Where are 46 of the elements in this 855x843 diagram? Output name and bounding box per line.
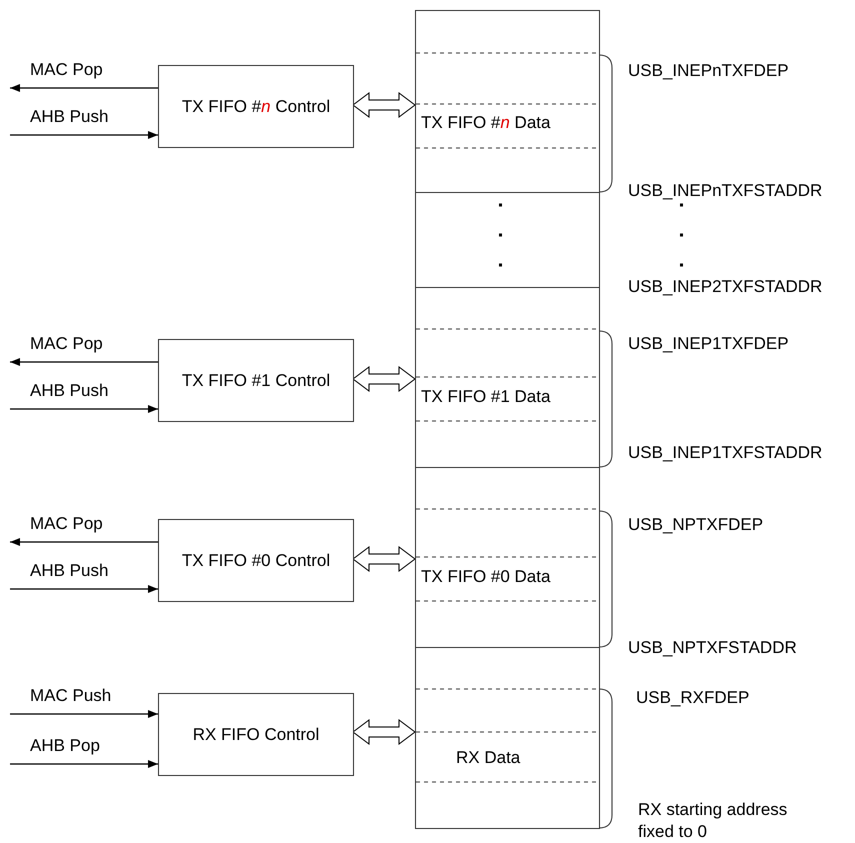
register-label: USB_INEP1TXFSTADDR: [628, 442, 822, 464]
memory-gap-segment: [415, 192, 600, 288]
double-arrow: [352, 366, 416, 392]
box-label: TX FIFO #n Control: [182, 96, 330, 116]
edge-label: AHB Pop: [30, 736, 100, 756]
arrow: [10, 358, 158, 366]
arrow: [10, 585, 158, 593]
edge-label: MAC Pop: [30, 60, 103, 80]
double-arrow: [352, 546, 416, 572]
register-label: USB_NPTXFSTADDR: [628, 637, 797, 659]
double-arrow: [352, 719, 416, 745]
control-box: [158, 65, 354, 148]
box-label: RX FIFO Control: [192, 724, 320, 744]
memory-segment: [415, 467, 600, 648]
control-box: [158, 519, 354, 602]
memory-segment: [415, 647, 600, 829]
memory-segment: [415, 287, 600, 468]
segment-label: TX FIFO #0 Data: [421, 567, 550, 587]
edge-label: MAC Push: [30, 686, 112, 706]
segment-label: TX FIFO #n Data: [421, 113, 550, 133]
arrow: [10, 405, 158, 413]
edge-label: MAC Pop: [30, 334, 103, 354]
arrow: [10, 131, 158, 139]
box-label: TX FIFO #0 Control: [182, 550, 330, 570]
edge-label: AHB Push: [30, 561, 108, 581]
arrow: [10, 710, 158, 718]
arrow: [10, 538, 158, 546]
register-label: USB_INEP2TXFSTADDR: [628, 276, 822, 298]
double-arrow: [352, 92, 416, 118]
segment-label: RX Data: [456, 748, 520, 768]
register-label: USB_INEP1TXFDEP: [628, 333, 789, 355]
register-label: USB_INEPnTXFSTADDR: [628, 180, 822, 202]
register-label: USB_RXFDEP: [636, 687, 750, 709]
control-box: [158, 339, 354, 422]
box-label: TX FIFO #1 Control: [182, 370, 330, 390]
arrow: [10, 760, 158, 768]
segment-label: TX FIFO #1 Data: [421, 387, 550, 407]
memory-segment: [415, 10, 600, 193]
edge-label: AHB Push: [30, 107, 108, 127]
arrow: [10, 84, 158, 92]
control-box: [158, 693, 354, 776]
register-label: USB_INEPnTXFDEP: [628, 60, 789, 82]
register-label: USB_NPTXFDEP: [628, 514, 764, 536]
edge-label: AHB Push: [30, 381, 108, 401]
register-label: RX starting address fixed to 0: [638, 799, 788, 843]
edge-label: MAC Pop: [30, 514, 103, 534]
